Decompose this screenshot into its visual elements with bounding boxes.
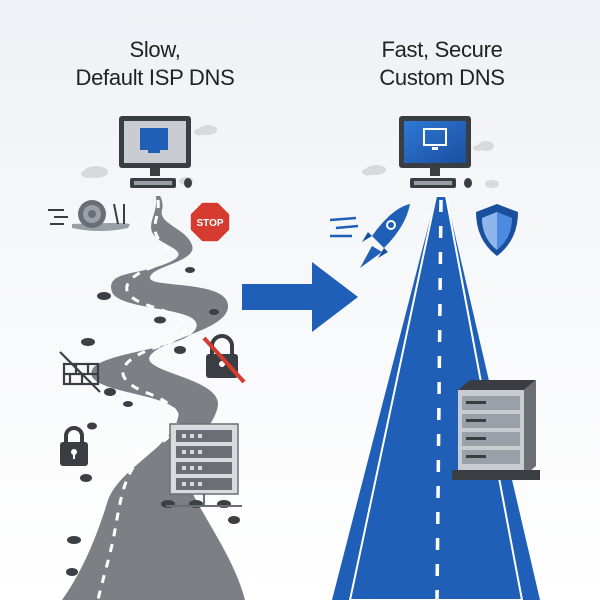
straight-road (332, 195, 540, 600)
right-title-line1: Fast, Secure (381, 37, 503, 62)
blocked-firewall-icon (59, 351, 101, 393)
cloud-icon (485, 180, 499, 188)
lock-icon (60, 426, 88, 466)
right-title: Fast, Secure Custom DNS (322, 36, 562, 92)
server-rack-icon (166, 423, 242, 507)
server-rack-icon (452, 380, 540, 480)
stop-sign-icon: STOP (189, 201, 231, 243)
left-title-line2: Default ISP DNS (75, 65, 235, 90)
right-title-line2: Custom DNS (379, 65, 505, 90)
shield-icon (476, 204, 518, 256)
winding-road (62, 196, 245, 600)
computer-icon (119, 116, 192, 188)
cloud-icon (362, 165, 386, 176)
blocked-lock-icon (202, 334, 246, 384)
road-rocks (66, 267, 240, 576)
computer-icon (399, 116, 472, 188)
stop-sign-label: STOP (196, 218, 223, 229)
left-title: Slow, Default ISP DNS (35, 36, 275, 92)
cloud-icon (194, 125, 217, 136)
left-title-line1: Slow, (129, 37, 181, 62)
cloud-icon (81, 166, 108, 178)
rocket-icon (329, 204, 410, 268)
snail-icon (48, 200, 130, 231)
cloud-icon (473, 141, 494, 151)
transition-arrow (242, 262, 358, 332)
